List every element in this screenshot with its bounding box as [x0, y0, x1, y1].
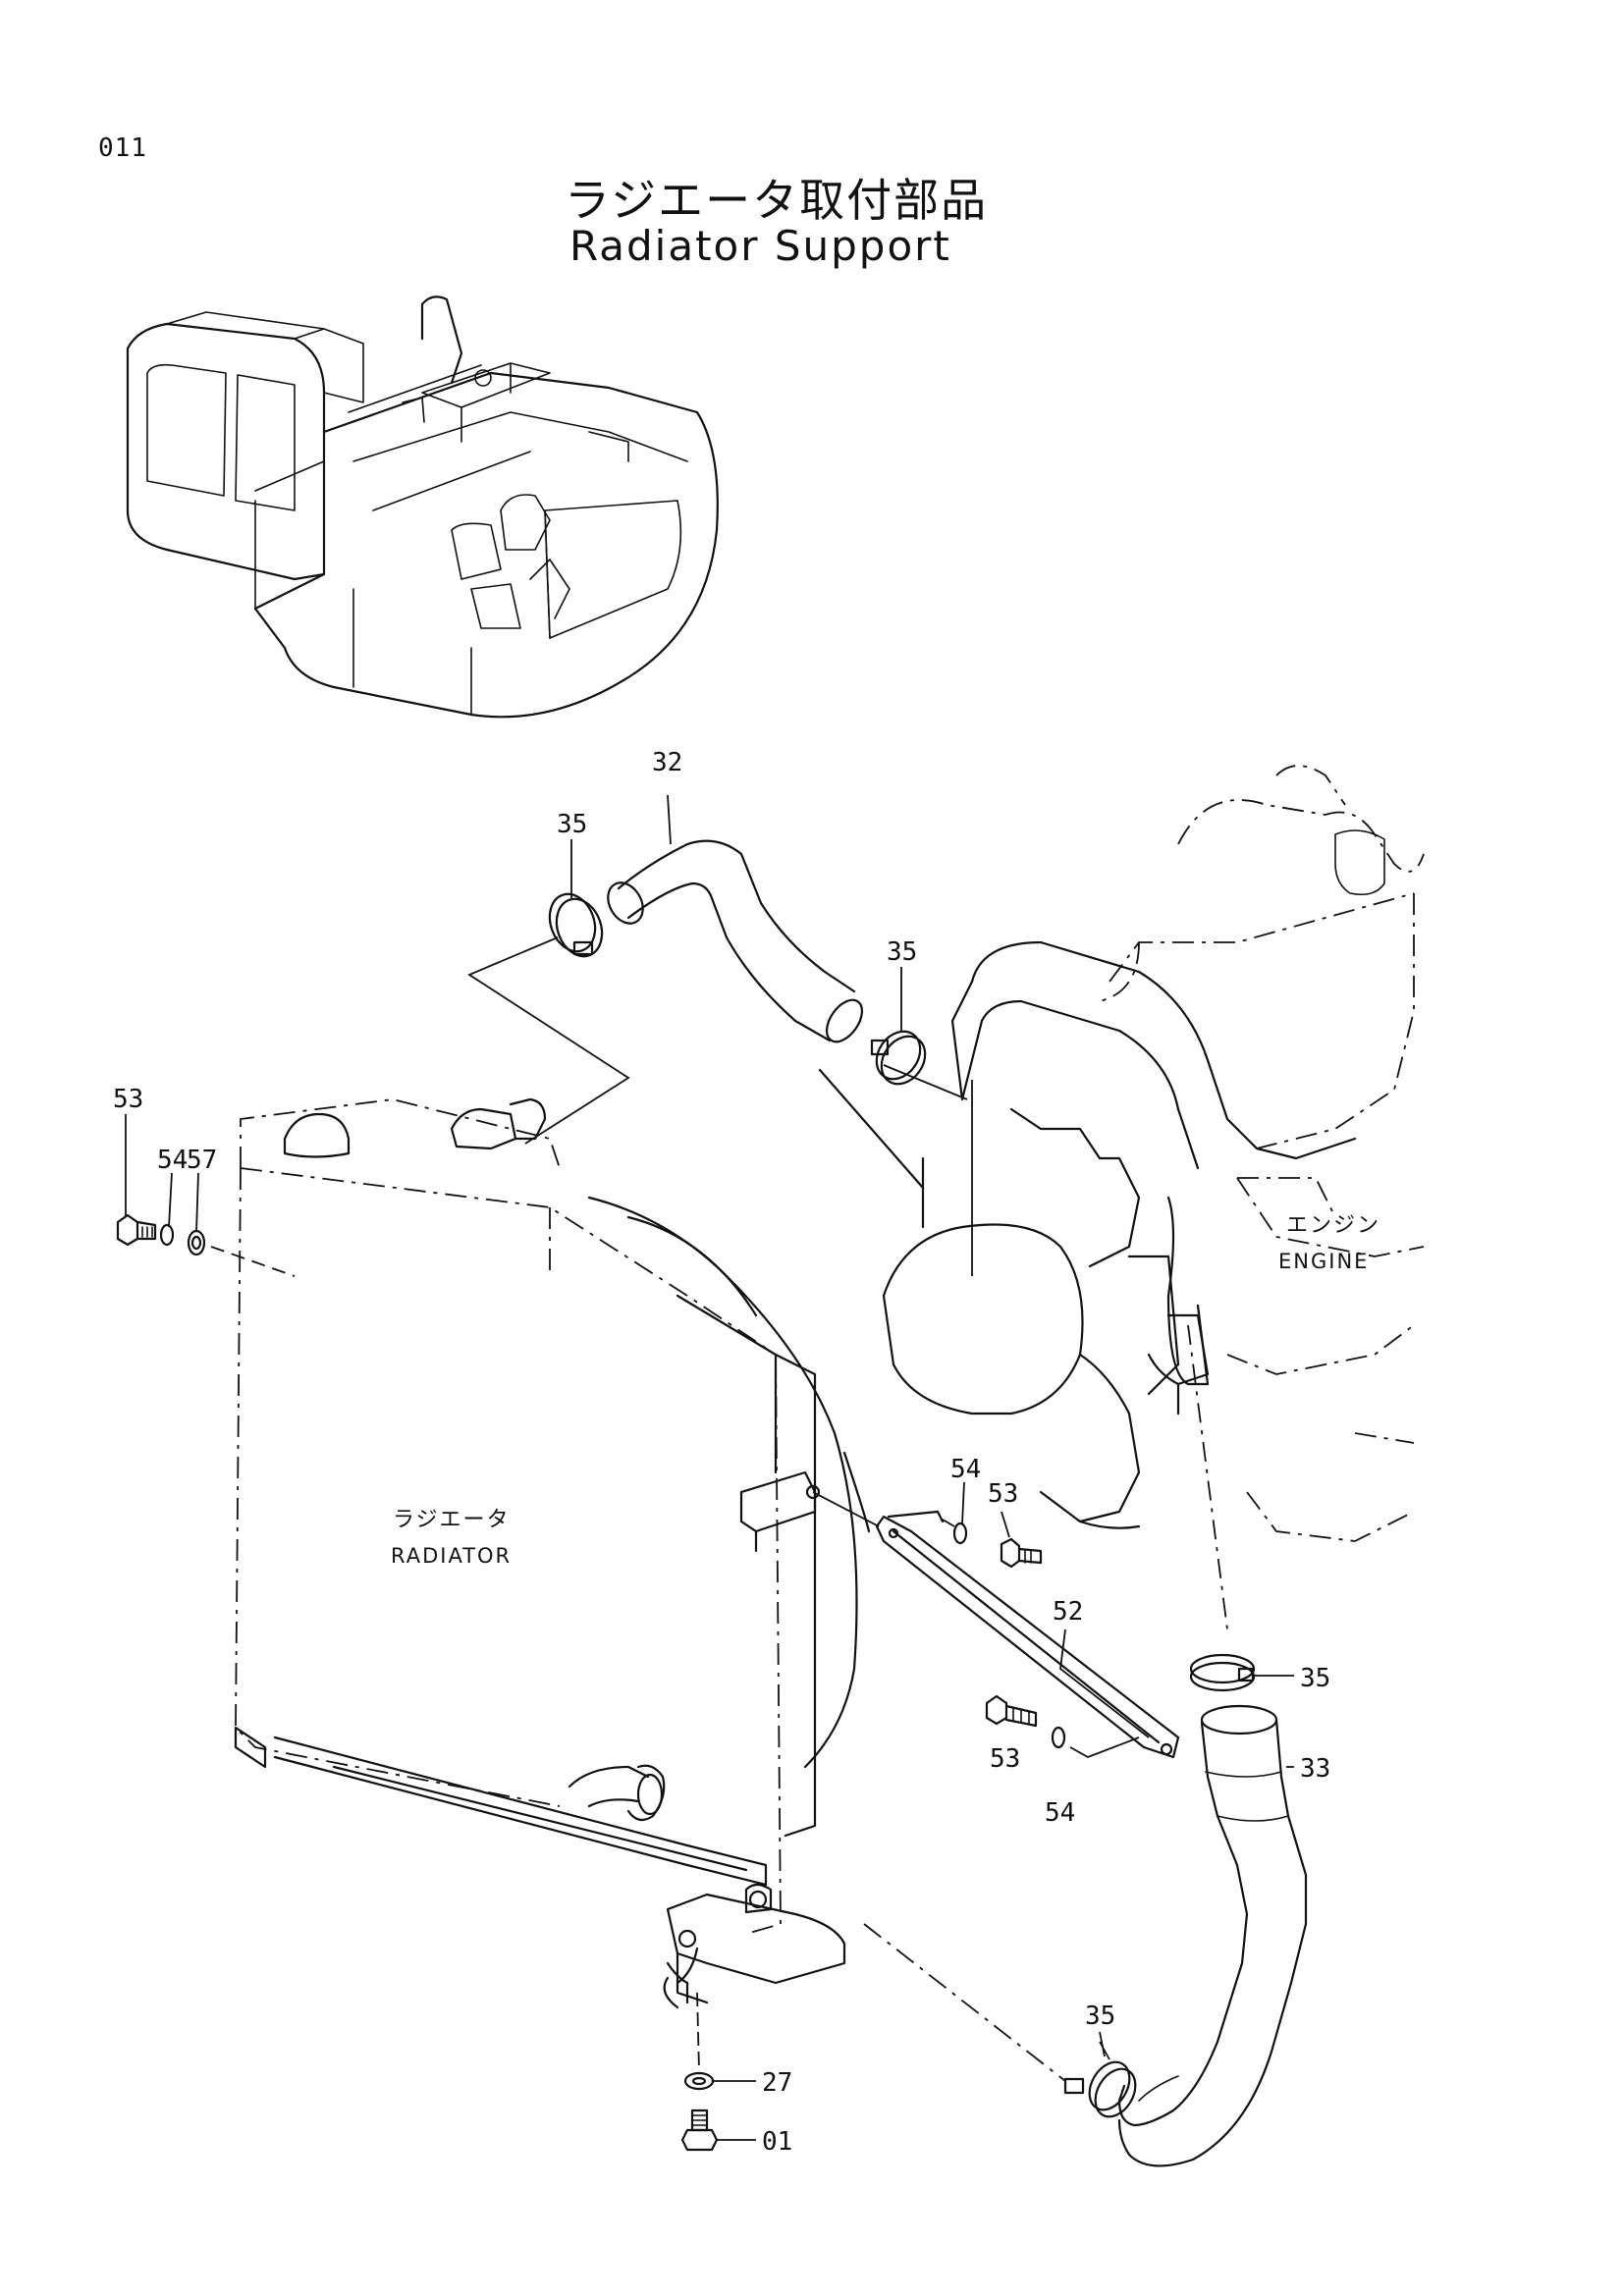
callout-53-mid: 53	[988, 1479, 1018, 1509]
callout-54-lower: 54	[1045, 1798, 1075, 1828]
page-title-english: Radiator Support	[569, 222, 951, 270]
bolt-53-lower	[985, 1694, 1038, 1728]
engine-label-japanese: エンジン	[1286, 1213, 1380, 1238]
engine-label-english: ENGINE	[1278, 1250, 1369, 1273]
callout-35-upper-right: 35	[887, 937, 917, 967]
radiator-body	[234, 1097, 871, 2009]
excavator-overview-illustration	[126, 295, 719, 719]
hose-clamp-35-bottom	[1063, 2060, 1137, 2118]
callout-33: 33	[1300, 1754, 1330, 1784]
callout-53-lower: 53	[990, 1744, 1020, 1774]
callout-54-left: 54	[157, 1146, 188, 1175]
lower-radiator-hose-33	[1117, 1704, 1308, 2167]
callout-53-left: 53	[113, 1085, 143, 1114]
upper-radiator-hose-32	[607, 839, 864, 1043]
callout-57: 57	[187, 1146, 217, 1175]
spring-washer-54-left	[159, 1223, 175, 1247]
engine-outline	[818, 765, 1425, 1542]
callout-27: 27	[762, 2068, 792, 2098]
callout-54-mid: 54	[950, 1455, 981, 1484]
callout-32: 32	[652, 748, 682, 777]
radiator-label-japanese: ラジエータ	[393, 1508, 511, 1532]
callout-01: 01	[762, 2127, 792, 2157]
bolt-53-mid	[1000, 1537, 1043, 1569]
flat-washer-57	[187, 1229, 206, 1256]
hose-clamp-35-upper-left	[548, 892, 604, 958]
callout-35-upper-left: 35	[557, 810, 587, 839]
page-title-japanese: ラジエータ取付部品	[565, 174, 989, 227]
hose-clamp-35-upper-right	[870, 1030, 927, 1086]
spring-washer-54-mid	[952, 1522, 968, 1545]
callout-35-right: 35	[1300, 1664, 1330, 1693]
callout-52: 52	[1053, 1597, 1083, 1627]
radiator-stay-52	[875, 1510, 1180, 1759]
radiator-label-english: RADIATOR	[391, 1544, 512, 1568]
bolt-01	[680, 2109, 719, 2152]
hose-clamp-35-right	[1189, 1653, 1256, 1692]
washer-27	[683, 2071, 715, 2091]
callout-35-bottom: 35	[1085, 2002, 1115, 2031]
page-number: 011	[98, 133, 147, 163]
spring-washer-54-lower	[1051, 1726, 1066, 1749]
bolt-53-left	[116, 1213, 157, 1247]
